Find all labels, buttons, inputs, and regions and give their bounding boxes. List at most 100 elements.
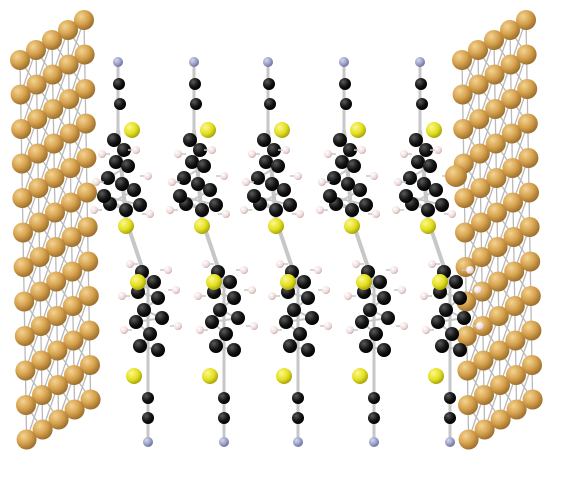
gold-atom (486, 168, 507, 188)
left-gold-electrode (10, 10, 101, 450)
carbon-atom (409, 133, 423, 147)
gold-atom (61, 227, 82, 247)
sulfur-atom (130, 274, 146, 290)
sulfur-atom (274, 122, 290, 138)
carbon-atom (113, 78, 125, 90)
sulfur-atom (420, 218, 436, 234)
sulfur-atom (344, 218, 360, 234)
carbon-atom (355, 315, 369, 329)
sulfur-atom (202, 368, 218, 384)
carbon-atom (323, 189, 337, 203)
gold-atom (80, 355, 100, 375)
hydrogen-atom (370, 172, 378, 180)
carbon-atom (265, 177, 279, 191)
gold-atom (76, 148, 97, 168)
hydrogen-atom (294, 172, 302, 180)
gold-atom (471, 212, 491, 233)
carbon-atom (203, 183, 217, 197)
carbon-atom (416, 98, 428, 110)
gold-atom (74, 44, 95, 65)
carbon-atom (218, 392, 230, 404)
gold-atom (62, 261, 83, 282)
carbon-atom (133, 339, 147, 353)
gold-atom (26, 40, 46, 60)
gold-atom (458, 395, 478, 415)
carbon-atom (453, 291, 467, 305)
carbon-atom (373, 275, 387, 289)
gold-atom (452, 50, 472, 70)
carbon-atom (297, 275, 311, 289)
carbon-atom (107, 133, 121, 147)
nitrogen-atom (189, 57, 199, 67)
molecule-chain (316, 57, 408, 447)
carbon-atom (147, 275, 161, 289)
hydrogen-atom (296, 210, 304, 218)
gold-atom (75, 79, 96, 99)
gold-atom (64, 399, 85, 420)
carbon-atom (435, 198, 449, 212)
carbon-atom (137, 303, 151, 317)
gold-atom (469, 143, 490, 164)
gold-atom (516, 10, 536, 30)
carbon-atom (444, 412, 456, 424)
hydrogen-atom (146, 210, 154, 218)
hydrogen-atom (240, 266, 248, 274)
gold-atom (32, 385, 52, 405)
hydrogen-atom (400, 322, 408, 330)
gold-atom (519, 217, 540, 237)
carbon-atom (411, 155, 425, 169)
gold-atom (490, 375, 510, 395)
carbon-atom (327, 171, 341, 185)
gold-atom (48, 375, 68, 395)
gold-atom (47, 340, 68, 361)
carbon-atom (117, 143, 131, 157)
hydrogen-atom (240, 206, 248, 214)
gold-atom (469, 109, 490, 129)
gold-atom (487, 237, 508, 257)
carbon-atom (227, 291, 241, 305)
carbon-atom (155, 311, 169, 325)
carbon-atom (223, 275, 237, 289)
carbon-atom (453, 343, 467, 357)
carbon-atom (292, 392, 304, 404)
carbon-atom (115, 177, 129, 191)
carbon-atom (151, 291, 165, 305)
hydrogen-atom (352, 260, 360, 268)
gold-atom (504, 261, 525, 282)
gold-atom (32, 419, 53, 440)
carbon-atom (190, 98, 202, 110)
carbon-atom (231, 311, 245, 325)
molecule-chain (392, 57, 484, 447)
hydrogen-atom (358, 146, 366, 154)
carbon-atom (335, 155, 349, 169)
gold-atom (11, 119, 32, 139)
gold-atom (520, 286, 541, 306)
carbon-atom (435, 339, 449, 353)
gold-atom (522, 355, 542, 375)
gold-atom (13, 257, 34, 277)
gold-atom (456, 326, 477, 346)
carbon-atom (301, 343, 315, 357)
carbon-atom (279, 315, 293, 329)
carbon-atom (293, 327, 307, 341)
carbon-atom (127, 183, 141, 197)
gold-atom (28, 178, 49, 198)
gold-atom (15, 360, 36, 381)
gold-atom (454, 188, 475, 208)
hydrogen-atom (394, 178, 402, 186)
gold-atom (13, 222, 33, 243)
hydrogen-atom (466, 266, 474, 274)
gold-atom (63, 330, 84, 351)
hydrogen-atom (318, 178, 326, 186)
gold-atom (59, 89, 80, 109)
nitrogen-atom (293, 437, 303, 447)
carbon-atom (417, 177, 431, 191)
gold-atom (500, 20, 520, 40)
carbon-atom (399, 189, 413, 203)
sulfur-atom (432, 274, 448, 290)
gold-atom (458, 429, 479, 450)
nitrogen-atom (219, 437, 229, 447)
gold-atom (14, 326, 35, 346)
gold-atom (64, 365, 84, 385)
gold-atom (474, 419, 495, 440)
